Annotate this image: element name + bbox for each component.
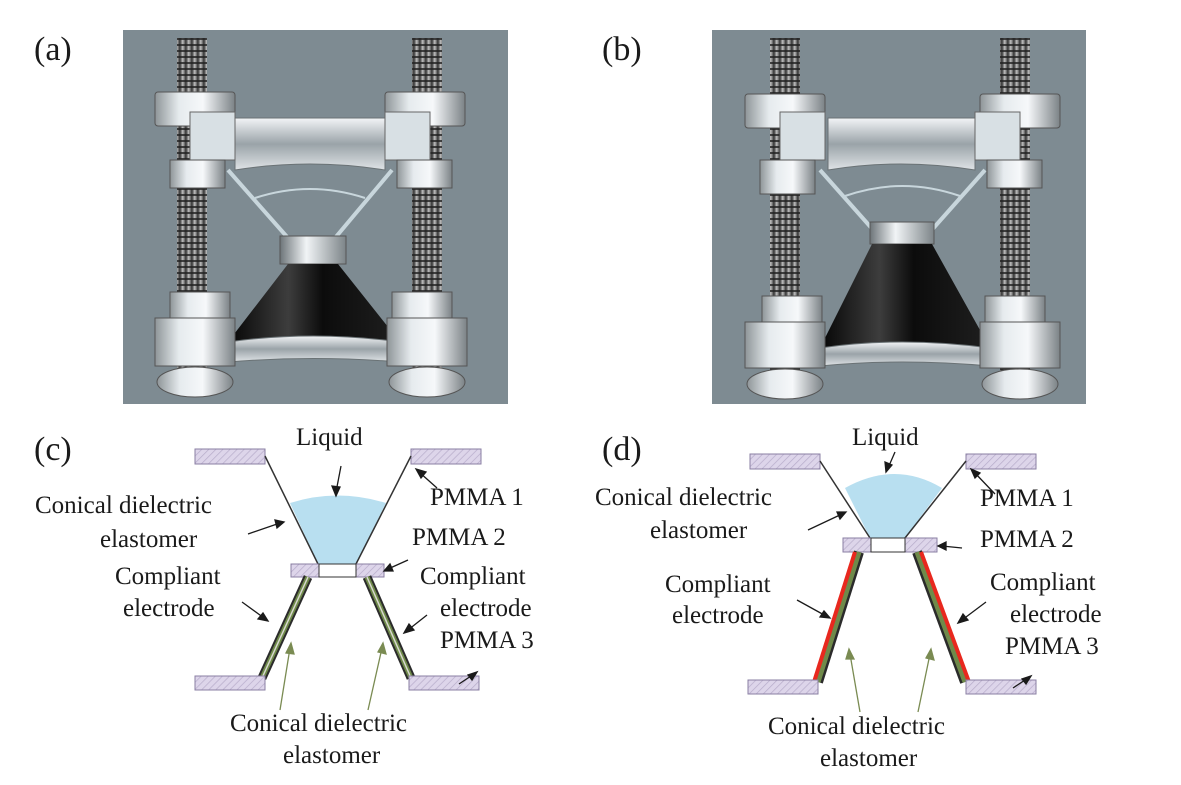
nut-upper-right-lower [396,159,453,189]
label-pmma3: PMMA 3 [440,627,534,654]
cone-wall-lower-right [912,550,971,684]
nut-lower-left-top [761,295,823,325]
panel-a-letter: (a) [34,31,72,68]
liquid-region [290,495,386,564]
label-electrode-right-2: electrode [1010,601,1102,628]
label-electrode-left-1: Compliant [665,571,771,598]
pmma1-plate-left [749,453,821,470]
nut-lower-right-top [391,291,453,321]
label-electrode-left-2: electrode [123,595,215,622]
label-electrode-left-1: Compliant [115,563,221,590]
pmma1-plate-left [194,448,266,465]
pmma3-plate-left [194,675,266,691]
nut-lower-left-block [744,321,826,369]
panel-d: (d) [595,424,1102,772]
nut-lower-right-cap [388,366,466,398]
label-electrode-right-1: Compliant [420,563,526,590]
panel-b-letter: (b) [602,31,642,68]
label-liquid: Liquid [852,424,919,451]
top-plate [234,117,386,171]
nut-upper-left-block [189,111,236,161]
bottom-plate [227,335,401,363]
bottom-plate [819,341,991,367]
pmma2-center-gap [318,563,357,578]
cone-wall-lower-right [362,575,416,680]
pmma2-plate-left [842,537,872,553]
black-cone [820,244,990,348]
label-pmma2: PMMA 2 [980,526,1074,553]
top-plate [827,117,976,171]
cone-wall-upper-right [904,460,967,539]
nut-lower-right-top [984,295,1046,325]
nut-lower-right-block [979,321,1061,369]
cone-wall-lower-left [257,575,313,680]
panel-a: (a) [34,30,508,404]
panel-c: (c) [34,424,534,769]
panel-b: (b) [602,30,1086,404]
middle-ring [279,235,347,265]
nut-upper-right-block [384,111,431,161]
label-pmma2: PMMA 2 [412,524,506,551]
pmma3-plate-right [408,675,480,691]
label-electrode-right-1: Compliant [990,569,1096,596]
pmma2-plate-right [904,537,938,553]
label-electrode-right-2: electrode [440,595,532,622]
panel-d-letter: (d) [602,431,642,468]
nut-lower-right-block [386,317,468,367]
label-cone-lower-2: elastomer [283,742,381,769]
label-cone-lower-1: Conical dielectric [768,713,945,740]
label-cone-lower-2: elastomer [820,745,918,772]
label-cone-lower-1: Conical dielectric [230,710,407,737]
nut-upper-left-lower [759,159,816,195]
cone-wall-upper-right [355,455,412,565]
nut-upper-left-block [779,111,826,161]
upper-cone-arc [844,185,961,197]
liquid-region [845,474,942,538]
pmma3-plate-right [965,679,1037,695]
label-cone-upper-2: elastomer [100,526,198,553]
pmma2-plate-right [355,563,385,578]
annotation-arrows [796,451,1033,689]
upper-cone-arc [254,188,366,199]
cone-wall-lower-left [812,550,864,684]
pmma1-plate-right [410,448,482,465]
label-electrode-left-2: electrode [672,602,764,629]
nut-lower-left-block [154,317,236,367]
pmma1-plate-right [965,453,1037,470]
nut-upper-right-lower [986,159,1043,189]
annotation-arrows [241,465,479,685]
nut-lower-left-top [169,291,231,321]
nut-upper-right-block [974,111,1021,161]
pmma2-plate-left [290,563,320,578]
cone-wall-upper-left [264,455,319,565]
annotation-arrows-green [279,641,387,711]
pmma2-center-gap [870,537,906,553]
annotation-arrows-green [845,647,935,713]
label-pmma1: PMMA 1 [980,485,1074,512]
label-cone-upper-1: Conical dielectric [595,484,772,511]
black-cone [228,264,400,342]
nut-upper-left-lower [169,159,226,189]
label-cone-upper-1: Conical dielectric [35,492,212,519]
label-liquid: Liquid [296,424,363,451]
nut-lower-left-cap [746,368,824,400]
middle-ring [869,221,935,245]
panel-c-letter: (c) [34,431,72,468]
label-cone-upper-2: elastomer [650,517,748,544]
label-pmma1: PMMA 1 [430,484,524,511]
nut-lower-left-cap [156,366,234,398]
cone-wall-upper-left [819,460,871,539]
label-pmma3: PMMA 3 [1005,633,1099,660]
pmma3-plate-left [747,679,819,695]
nut-lower-right-cap [981,368,1059,400]
